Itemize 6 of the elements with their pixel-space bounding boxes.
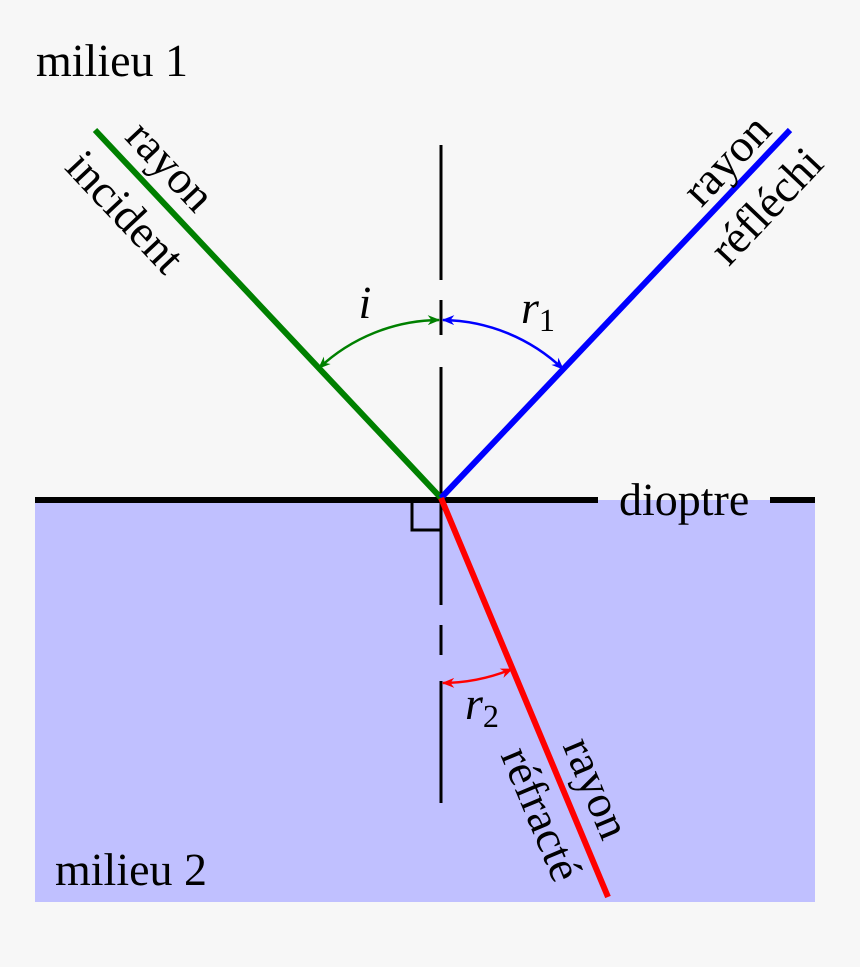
medium-label: milieu 2 — [55, 847, 208, 893]
angle-label: i — [358, 280, 372, 326]
angle-label: r$_{1}$ — [521, 284, 555, 336]
angle-label: r$_{2}$ — [465, 680, 499, 732]
medium-label: milieu 1 — [36, 38, 188, 84]
interface-label: dioptre — [619, 477, 750, 523]
